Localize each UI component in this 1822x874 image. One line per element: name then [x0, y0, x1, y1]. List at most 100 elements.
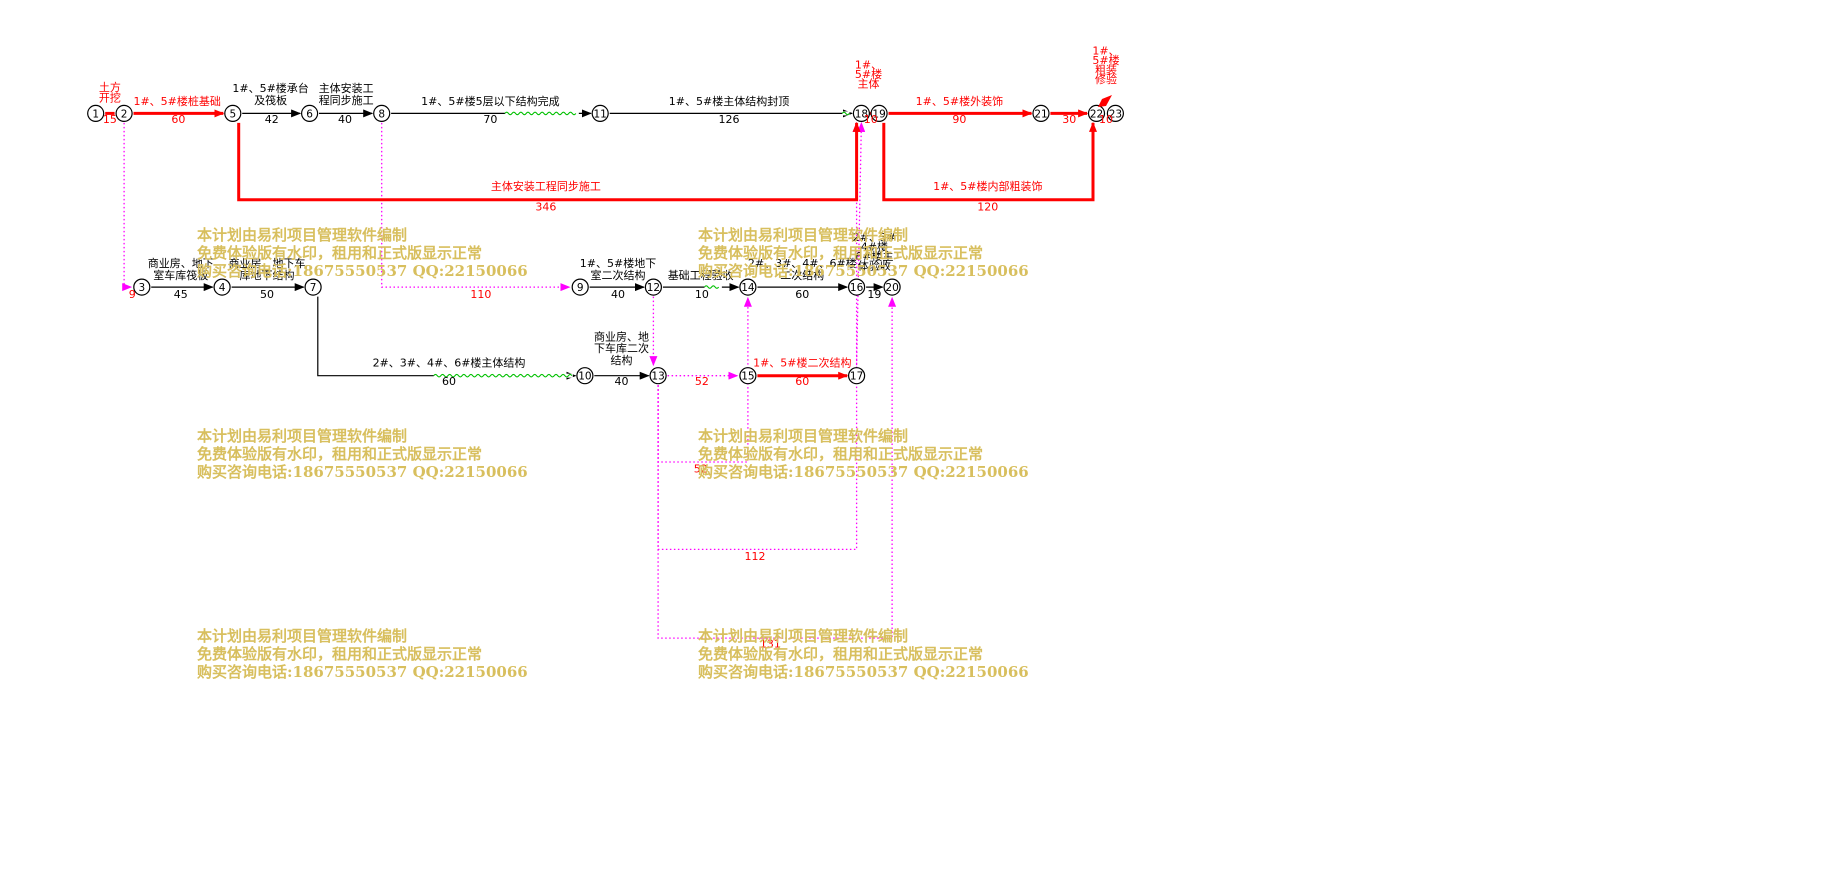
wave-mask	[504, 111, 579, 116]
activity-labels: 土方开挖 15 1#、5#楼桩基础 60 1#、5#楼承台及筏板 42 主体安装工程同步施工…	[99, 44, 1120, 650]
event-node	[852, 104, 871, 123]
event-node-number: 9	[577, 282, 584, 294]
activity-duration: 10	[864, 113, 878, 126]
virtual-link	[855, 121, 866, 366]
event-node-number: 5	[229, 108, 236, 120]
event-node	[644, 278, 663, 296]
event-node	[133, 278, 151, 296]
activity-name: 商业房、地下车库地下结构	[229, 256, 306, 282]
activity-name: 基础工程验收	[668, 268, 734, 282]
end-flag-icon	[1098, 95, 1112, 107]
virtual-duration: 110	[470, 288, 491, 301]
event-node	[591, 104, 609, 123]
activity-duration: 15	[103, 113, 117, 126]
event-node	[1032, 104, 1050, 123]
activity-duration: 60	[795, 288, 809, 301]
event-node	[739, 278, 757, 296]
activity-name: 主体安装工程同步施工	[491, 179, 601, 193]
free-float-wave	[433, 373, 573, 378]
activity-duration: 70	[483, 113, 497, 126]
event-node	[739, 367, 757, 385]
virtual-duration: 52	[695, 375, 709, 388]
event-node	[213, 278, 231, 296]
watermark: 本计划由易利项目管理软件编制 免费体验版有水印，租用和正式版显示正常 购买咨询电…	[197, 226, 528, 280]
watermark: 本计划由易利项目管理软件编制 免费体验版有水印，租用和正式版显示正常 购买咨询电…	[698, 427, 1029, 481]
event-node-number: 11	[594, 108, 607, 120]
event-node	[847, 278, 866, 296]
activity-arrows	[105, 109, 1097, 380]
virtual-duration: 9	[129, 288, 136, 301]
activity-duration: 40	[615, 375, 629, 388]
event-node	[847, 367, 866, 385]
event-node	[571, 278, 589, 296]
activity-name: 1#、5#楼主体	[855, 59, 882, 91]
virtual-link	[657, 296, 897, 639]
event-node	[883, 278, 901, 296]
event-node	[649, 367, 667, 385]
activity-duration: 60	[795, 375, 809, 388]
activity-name: 1#、5#楼内部粗装饰	[933, 179, 1042, 193]
virtual-link	[381, 122, 571, 292]
virtual-link	[657, 121, 861, 551]
event-node	[576, 367, 594, 385]
activity-name: 1#、5#楼承台及筏板	[232, 81, 308, 107]
activity-duration: 10	[1099, 113, 1113, 126]
activity-duration: 126	[719, 113, 740, 126]
activity-duration: 60	[171, 113, 185, 126]
event-node	[301, 104, 319, 123]
activity-name: 2#、3#、4#、6#楼主体结构	[373, 355, 526, 369]
event-node-number: 22	[1090, 108, 1103, 120]
event-node	[224, 104, 242, 123]
event-node	[373, 104, 391, 123]
event-node-number: 14	[741, 282, 755, 294]
event-node-number: 17	[850, 371, 863, 383]
event-node-number: 7	[310, 282, 317, 294]
activity-name: 商业房、地下车库二次结构	[594, 329, 649, 367]
activity-name: 2#、3#、4#、6#楼二次结构	[748, 256, 857, 282]
activity-name: 1#、5#楼外装饰	[916, 94, 1003, 108]
watermark: 本计划由易利项目管理软件编制 免费体验版有水印，租用和正式版显示正常 购买咨询电…	[698, 226, 1029, 280]
watermark: 本计划由易利项目管理软件编制 免费体验版有水印，租用和正式版显示正常 购买咨询电…	[698, 627, 1029, 681]
activity-duration: 50	[260, 288, 274, 301]
free-float-wave	[704, 285, 720, 289]
event-node-number: 18	[855, 108, 868, 120]
activity-name: 1#、5#楼粗装修验	[1092, 44, 1119, 85]
activity-duration: 40	[338, 113, 352, 126]
event-node-number: 13	[651, 371, 664, 383]
activity-arrow	[237, 121, 861, 202]
event-node-number: 19	[872, 108, 885, 120]
event-node	[870, 104, 888, 123]
activity-name: 商业房、地下室车库筏板	[148, 256, 214, 282]
activity-name: 1#、5#楼二次结构	[753, 355, 851, 369]
event-node	[1106, 104, 1125, 123]
activity-name: 1#、5#楼桩基础	[133, 94, 220, 108]
virtual-duration: 112	[745, 550, 766, 563]
activity-name: 主体安装工程同步施工	[319, 81, 374, 107]
activity-duration: 45	[174, 288, 188, 301]
activity-duration: 120	[977, 200, 998, 213]
virtual-link	[122, 122, 133, 292]
activity-duration: 346	[535, 200, 556, 213]
activity-duration: 10	[695, 288, 709, 301]
activity-name: 土方开挖	[99, 80, 121, 105]
activity-duration: 60	[442, 375, 456, 388]
event-node-number: 2	[121, 108, 128, 120]
virtual-duration: 52	[694, 463, 708, 476]
event-node-number: 15	[741, 371, 754, 383]
activity-duration: 42	[265, 113, 279, 126]
event-node-number: 20	[885, 282, 898, 294]
wave-mask	[433, 373, 573, 378]
watermark: 本计划由易利项目管理软件编制 免费体验版有水印，租用和正式版显示正常 购买咨询电…	[197, 427, 528, 481]
event-node-number: 1	[92, 108, 99, 120]
event-node	[87, 104, 105, 123]
wave-mask	[704, 285, 722, 290]
activity-name: 1#、5#楼主体结构封顶	[669, 94, 789, 108]
event-node	[115, 104, 133, 123]
event-node-number: 8	[378, 108, 385, 120]
activity-duration: 30	[1062, 113, 1076, 126]
event-node-number: 6	[306, 108, 313, 120]
virtual-duration: 131	[760, 638, 781, 651]
